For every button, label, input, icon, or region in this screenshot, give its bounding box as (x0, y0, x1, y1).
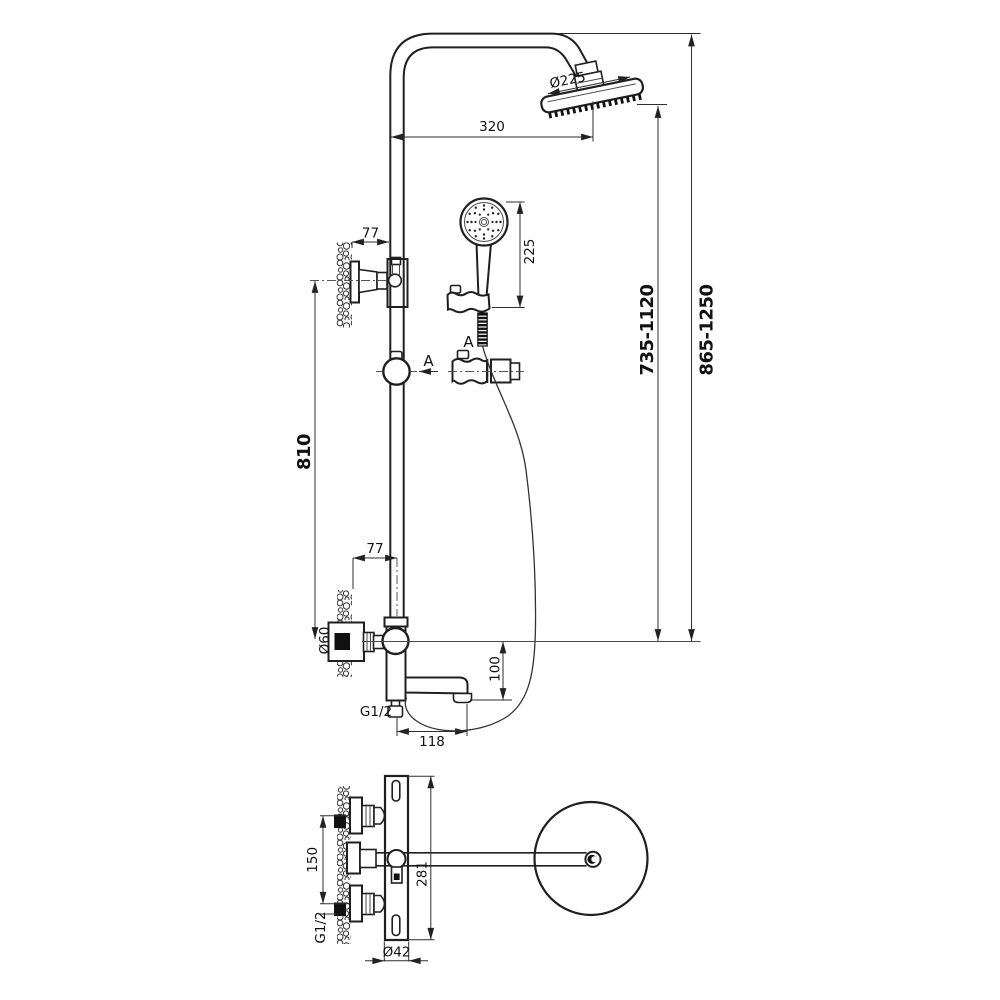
outlet-elbow (387, 705, 404, 718)
dim-hand-shower-height-label: 225 (522, 239, 538, 265)
dim-inlet-spacing-label: 150 (305, 847, 321, 873)
slider-clamp (376, 350, 417, 386)
dim-upper-bracket-offset: 77 (351, 226, 389, 248)
section-arrow: A (419, 352, 438, 375)
shower-column-pipe (389, 32, 594, 621)
hand-shower-hose-connector (477, 312, 488, 347)
hand-shower (446, 197, 509, 347)
wall-section-upper (336, 242, 352, 328)
arm-head-joint (584, 850, 602, 868)
dim-overall-height: 865-1250 (558, 33, 717, 641)
dim-lower-bracket-offset-label: 77 (366, 541, 383, 557)
dim-spout-reach-label: 118 (419, 734, 445, 750)
inlet-thread: G1/2 (313, 911, 336, 944)
arm-pivot (386, 849, 407, 869)
dim-head-offset-label: 320 (479, 119, 505, 135)
dim-column-height: 735-1120 (637, 104, 667, 641)
dim-head-diameter: Ø225 (547, 69, 631, 95)
inlet-thread-label: G1/2 (313, 911, 329, 943)
dim-lower-bracket-offset: 77 (352, 541, 398, 616)
dim-hand-shower-height: 225 (492, 201, 538, 308)
dim-spout-drop-label: 100 (488, 656, 504, 682)
hand-shower-holder (446, 291, 491, 314)
mixer-valve (327, 590, 473, 718)
mounting-slot-top (391, 779, 401, 802)
top-view: 150 G1/2 281 Ø42 (305, 774, 649, 965)
dim-slide-bar-length-label: 810 (294, 434, 315, 470)
seal-block (334, 633, 350, 650)
mounting-slot-bottom (391, 914, 401, 937)
section-a-view: A (448, 333, 524, 385)
dim-head-offset: 320 (391, 101, 594, 142)
dim-body-diameter: Ø42 (365, 941, 428, 965)
dim-body-length-label: 281 (415, 861, 431, 887)
dim-body-diameter-label: Ø42 (383, 945, 411, 961)
shower-head-nozzles (548, 94, 642, 119)
spout-aerator (452, 692, 473, 704)
shower-hose (404, 345, 537, 732)
shower-arm-plan (376, 851, 587, 867)
hand-shower-handle (475, 242, 493, 298)
dim-spout-drop: 100 (470, 641, 512, 701)
pivot-screw-plate (390, 866, 403, 884)
overhead-shower-head: Ø225 (540, 60, 645, 119)
outlet-thread-label: G1/2 (360, 704, 392, 720)
hand-shower-spray-face (466, 204, 502, 240)
escutcheon-diameter-label: Ø60 (317, 627, 333, 655)
dim-overall-height-label: 865-1250 (696, 284, 717, 375)
arm-wall-connector (346, 841, 377, 875)
dim-inlet-spacing: 150 (305, 815, 350, 905)
dim-column-height-label: 735-1120 (637, 284, 658, 375)
tub-spout (404, 676, 469, 695)
dim-slide-bar-length: 810 (294, 281, 319, 639)
dim-upper-bracket-offset-label: 77 (362, 226, 379, 242)
hand-shower-head (459, 197, 509, 247)
upper-wall-bracket: 77 (310, 226, 409, 328)
dim-body-length: 281 (408, 775, 435, 941)
section-view-label: A (463, 333, 474, 351)
inlet-connection-lower (334, 884, 386, 923)
front-view: Ø225 320 (294, 32, 717, 750)
dim-head-diameter-label: Ø225 (548, 69, 587, 92)
section-arrow-label: A (423, 352, 434, 370)
